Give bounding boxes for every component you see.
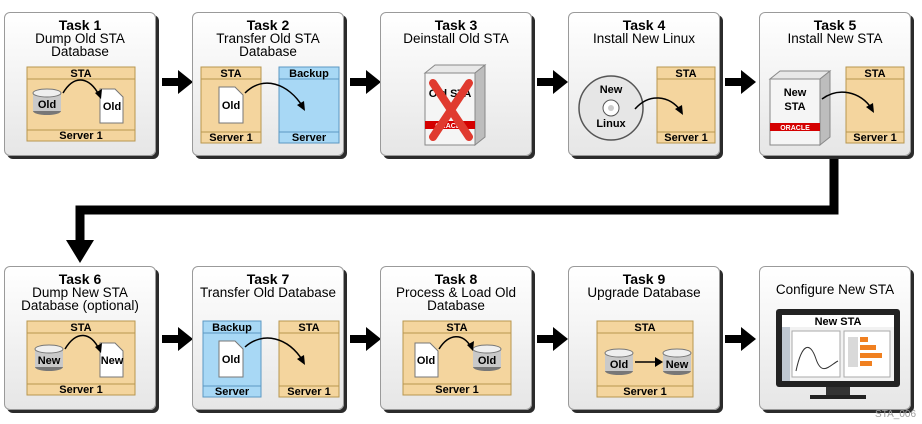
sta-box-label: STA [298,322,319,334]
sta-box-label: STA [675,68,696,80]
screen-title: New STA [815,316,862,328]
disk-label: New [38,355,61,367]
sta-box-label: STA [70,322,91,334]
server-label: Server 1 [664,132,707,144]
sta-box-label: STA [70,68,91,80]
sta-box-label: STA [220,68,241,80]
document-icon: Old [219,87,243,123]
flow-arrow [162,327,194,351]
task-card-5: Task 5 Install New STA New STA ORACLE ST… [759,12,911,156]
figure-id: STA_006 [875,409,916,420]
doc-label: Old [103,101,121,113]
doc-label: New [101,355,124,367]
server-label: Server 1 [209,132,252,144]
sta-box-label: STA [634,322,655,334]
doc-label: Old [222,100,240,112]
disk-label: Old [38,99,56,111]
flow-arrow [537,70,569,94]
sta-box-label: STA [446,322,467,334]
backup-server-label: Server [215,386,250,398]
task-card-3: Task 3 Deinstall Old STA Old STA ORACLE [380,12,532,156]
task-card-9: Task 9 Upgrade Database STA Server 1 Old… [568,266,720,410]
server-label: Server 1 [853,132,896,144]
disk-label: Old [478,355,496,367]
flow-arrow [162,70,194,94]
product-label-2: STA [784,101,805,113]
cd-label-2: Linux [596,118,626,130]
doc-label: Old [417,355,435,367]
database-disk-icon: Old [33,89,61,115]
document-icon: New [100,343,124,377]
document-icon: Old [415,343,438,377]
task-card-2: Task 2 Transfer Old STA Database STA Ser… [192,12,344,156]
backup-box-label: Backup [212,322,252,334]
document-icon: Old [100,89,123,123]
flow-arrow [725,327,757,351]
cd-disc-icon: New Linux [579,76,643,140]
flow-arrow [350,70,382,94]
task-card-7: Task 7 Transfer Old Database Backup Serv… [192,266,344,410]
database-disk-icon: New [663,349,691,375]
task-card-8: Task 8 Process & Load Old Database STA S… [380,266,532,410]
disk-label-new: New [666,359,689,371]
wrap-connector-arrow [60,150,850,265]
task-card-configure: Configure New STA New STA [759,266,911,410]
database-disk-icon: Old [605,349,633,375]
database-disk-icon: Old [473,345,501,371]
server-label: Server 1 [59,384,102,396]
backup-box-label: Backup [289,68,329,80]
server-label: Server 1 [623,386,666,398]
product-label-1: New [784,87,807,99]
flow-arrow [725,70,757,94]
server-label: Server 1 [435,384,478,396]
database-disk-icon: New [35,345,63,371]
task-card-1: Task 1 Dump Old STA Database STA Server … [4,12,156,156]
sta-box-label: STA [864,68,885,80]
monitor-icon: New STA [776,309,900,399]
product-box-icon: New STA ORACLE [770,71,830,145]
cd-label-1: New [600,84,623,96]
backup-server-label: Server [292,132,327,144]
task-card-6: Task 6 Dump New STA Database (optional) … [4,266,156,410]
task-card-4: Task 4 Install New Linux New Linux STA S… [568,12,720,156]
vendor-label: ORACLE [780,125,810,132]
flow-arrow [537,327,569,351]
server-label: Server 1 [59,130,102,142]
disk-label-old: Old [610,359,628,371]
document-icon: Old [219,341,243,377]
server-label: Server 1 [287,386,330,398]
doc-label: Old [222,354,240,366]
flow-arrow [350,327,382,351]
